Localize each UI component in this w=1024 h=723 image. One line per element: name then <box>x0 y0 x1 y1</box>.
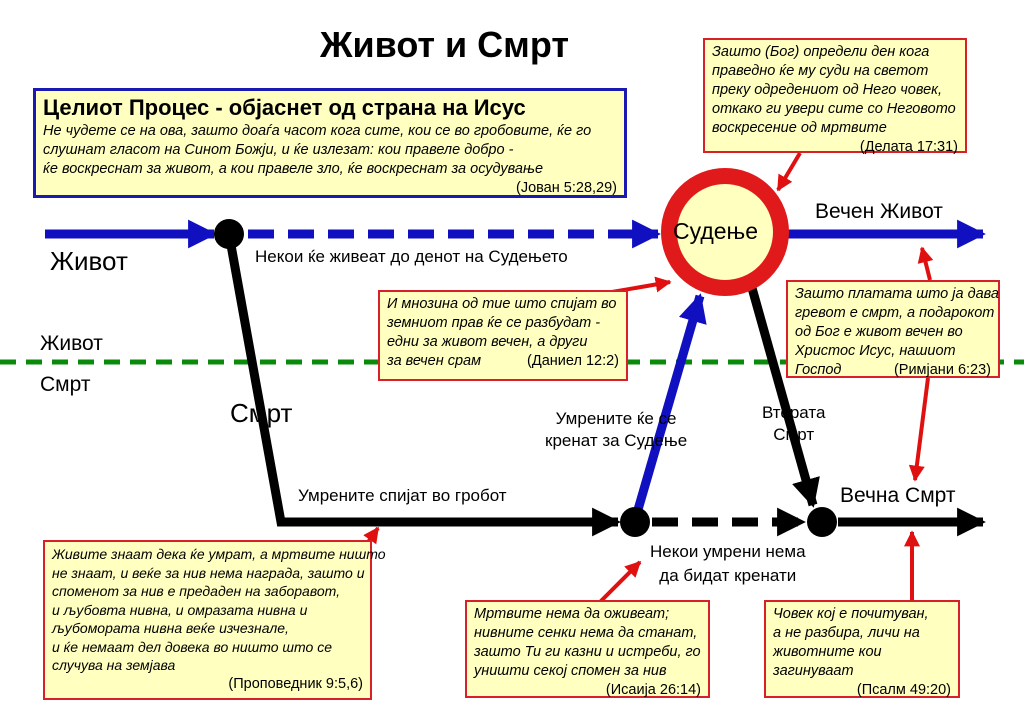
life-to-death-node <box>214 219 244 249</box>
callout-ref: (Римјани 6:23) <box>893 362 991 378</box>
not-raised-line: Некои умрени нема <box>650 542 806 561</box>
callout-line: гревот е смрт, а подарокот <box>795 305 995 321</box>
callout-line: љубомората нивна веќе изчезнале, <box>52 620 289 636</box>
callout-romans: Зашто платата што ја дава гревот е смрт,… <box>786 280 1000 378</box>
callout-line: случува на земјава <box>52 657 176 673</box>
callout-line: Зашто платата што ја дава <box>795 286 999 302</box>
callout-line: едни за живот вечен, а други <box>387 334 588 350</box>
callout-arrow-isaiah <box>598 560 642 604</box>
callout-line: животните кои <box>773 644 882 660</box>
judgment-circle <box>661 168 789 296</box>
survivors-label: Некои ќе живеат до денот на Судењето <box>255 247 568 266</box>
callout-line: Мртвите нема да оживеат; <box>474 606 670 622</box>
second-death-line: Втората <box>762 403 826 422</box>
main-box-line: ќе воскреснат за живот, а кои правеле зл… <box>43 161 544 177</box>
raised-label: Умрените ќе се кренат за Судење <box>545 408 687 452</box>
callout-line: Господ <box>795 362 842 378</box>
callout-line: и ќе немаат дел довека во ништо што се <box>52 638 333 655</box>
death-path <box>224 233 590 527</box>
callout-line: уништи секој спомен за нив <box>474 663 667 679</box>
zone-life-label: Живот <box>40 332 103 355</box>
raised-label-line: Умрените ќе се <box>555 409 677 428</box>
main-box-heading: Целиот Процес - објаснет од страна на Ис… <box>43 95 526 120</box>
callout-ecclesiastes: Живите знаат дека ќе умрат, а мртвите ни… <box>43 540 386 700</box>
callout-line: зашто Ти ги казни и истреби, го <box>474 644 701 660</box>
callout-psalm: Човек кој е почитуван, а не разбира, лич… <box>764 600 960 698</box>
second-death-label: Втората Смрт <box>762 402 825 446</box>
callout-line: нивните сенки нема да станат, <box>474 625 698 641</box>
life-label: Живот <box>50 246 128 276</box>
callout-line: праведно ќе му суди на светот <box>712 63 929 79</box>
zone-death-label: Смрт <box>40 373 91 396</box>
callout-ref: (Делата 17:31) <box>859 139 958 155</box>
callout-line: откако ги увери сите со Неговото <box>712 101 956 117</box>
callout-ref: (Псалм 49:20) <box>856 682 951 698</box>
callout-line: загинуваат <box>773 663 854 679</box>
callout-ref: (Даниел 12:2) <box>527 353 619 369</box>
callout-line: преку одредениот од Него човек, <box>712 82 943 98</box>
callout-last-row: Господ (Римјани 6:23) <box>795 361 991 380</box>
main-box-ref: (Јован 5:28,29) <box>516 180 617 196</box>
eternal-life-label: Вечен Живот <box>815 200 943 223</box>
eternal-death-node <box>807 507 837 537</box>
main-box-line: слушнат гласот на Синот Божји, и ќе изле… <box>43 142 514 158</box>
raised-arrow <box>630 293 707 522</box>
not-raised-label: Некои умрени нема да бидат кренати <box>650 540 806 588</box>
callout-line: за вечен срам <box>387 353 482 369</box>
main-box-line: Не чудете се на ова, зашто доаѓа часот к… <box>43 123 592 139</box>
callout-line: Христос Исус, нашиот <box>795 343 956 359</box>
callout-line: и љубовта нивна, и омразата нивна и <box>52 601 308 618</box>
second-death-arrow <box>747 286 820 508</box>
page-title: Живот и Смрт <box>320 24 569 65</box>
callout-ref: (Исаија 26:14) <box>605 682 701 698</box>
callout-line: Зашто (Бог) определи ден кога <box>712 44 930 60</box>
callout-line: воскресение од мртвите <box>712 120 887 136</box>
death-label: Смрт <box>230 398 293 428</box>
callout-line: не знаат, и веќе за нив нема награда, за… <box>52 564 365 581</box>
callout-isaiah: Мртвите нема да оживеат; нивните сенки н… <box>465 600 710 698</box>
callout-arrow-romans-up <box>917 246 934 281</box>
main-scripture-box: Целиот Процес - објаснет од страна на Ис… <box>33 88 627 198</box>
grave-node <box>620 507 650 537</box>
callout-line: од Бог е живот вечен во <box>795 324 963 340</box>
judgment-label: Судење <box>673 218 759 244</box>
not-raised-line: да бидат кренати <box>659 566 797 585</box>
sleeping-label: Умрените спијат во гробот <box>298 486 507 505</box>
second-death-line: Смрт <box>773 425 815 444</box>
callout-line: земниот прав ќе се разбудат - <box>387 315 601 331</box>
callout-arrow-acts <box>776 151 802 192</box>
callout-line: Човек кој е почитуван, <box>773 606 929 622</box>
callout-line: споменот за нив е предаден на заборавот, <box>52 583 340 599</box>
callout-ref: (Проповедник 9:5,6) <box>228 675 363 692</box>
callout-line: И мнозина од тие што спијат во <box>387 296 617 312</box>
callout-line: Живите знаат дека ќе умрат, а мртвите ни… <box>52 546 386 562</box>
callout-line: а не разбира, личи на <box>773 625 920 641</box>
callout-daniel: И мнозина од тие што спијат во земниот п… <box>378 290 628 381</box>
callout-last-row: за вечен срам (Даниел 12:2) <box>387 352 619 371</box>
eternal-death-label: Вечна Смрт <box>840 484 956 507</box>
callout-arrow-romans-down <box>908 377 930 482</box>
raised-label-line: кренат за Судење <box>545 431 688 450</box>
callout-acts: Зашто (Бог) определи ден кога праведно ќ… <box>703 38 967 155</box>
